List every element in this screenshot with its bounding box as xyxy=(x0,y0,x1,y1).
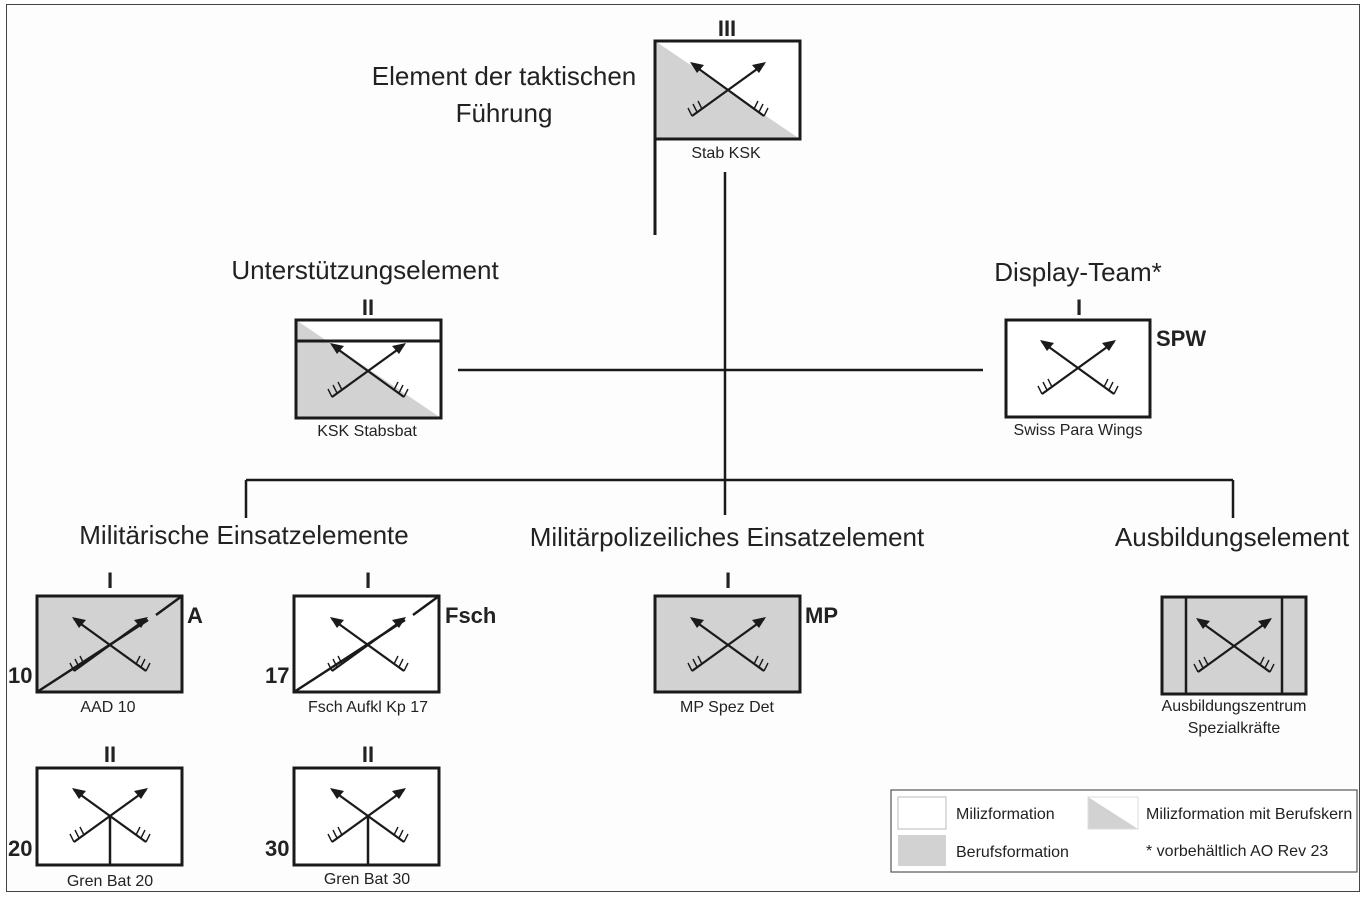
node-stab-ksk: Element der taktischen Führung III Stab … xyxy=(372,16,802,235)
node-aad-10: I A 10 AAD 10 xyxy=(8,568,203,716)
top-title-line2: Führung xyxy=(456,98,553,128)
unit-number: 10 xyxy=(8,663,32,688)
militia-swatch xyxy=(897,796,947,830)
connector-lines xyxy=(244,172,1235,518)
display-title: Display-Team* xyxy=(994,257,1162,287)
legend: Milizformation Milizformation mit Berufs… xyxy=(890,789,1358,873)
legend-box xyxy=(890,789,1358,873)
node-fsch-aufkl-kp-17: I Fsch 17 Fsch Aufkl Kp 17 xyxy=(265,568,496,716)
legend-militia: Milizformation xyxy=(956,806,1055,823)
echelon-mark: I xyxy=(725,568,731,593)
top-title-line1: Element der taktischen xyxy=(372,61,636,91)
unit-label: Gren Bat 20 xyxy=(67,873,153,890)
legend-note: * vorbehältlich AO Rev 23 xyxy=(1146,843,1328,860)
training-title: Ausbildungselement xyxy=(1115,522,1350,552)
echelon-mark: I xyxy=(1076,295,1082,320)
unit-label-line1: Ausbildungszentrum xyxy=(1162,698,1307,715)
professional-swatch xyxy=(898,835,946,866)
militia-core-swatch xyxy=(1088,797,1138,829)
police-title: Militärpolizeiliches Einsatzelement xyxy=(530,522,925,552)
unit-label: Gren Bat 30 xyxy=(324,871,410,888)
node-swiss-para-wings: Display-Team* I SPW Swiss Para Wings xyxy=(994,257,1206,439)
node-gren-bat-20: II 20 Gren Bat 20 xyxy=(8,742,184,890)
unit-number: 20 xyxy=(8,836,32,861)
unit-number: 17 xyxy=(265,663,289,688)
unit-label: KSK Stabsbat xyxy=(317,423,417,440)
diagram-frame xyxy=(6,4,1360,892)
node-ksk-stabsbat: Unterstützungselement II KSK Stabsbat xyxy=(231,255,499,440)
unit-tag: SPW xyxy=(1156,326,1206,351)
node-mp-spez-det: Militärpolizeiliches Einsatzelement I MP… xyxy=(530,522,925,716)
unit-tag: A xyxy=(187,603,203,628)
military-title: Militärische Einsatzelemente xyxy=(79,520,408,550)
unit-label: AAD 10 xyxy=(80,699,135,716)
unit-tag: Fsch xyxy=(445,603,496,628)
support-title: Unterstützungselement xyxy=(231,255,499,285)
unit-number: 30 xyxy=(265,836,289,861)
unit-box xyxy=(294,318,443,420)
node-gren-bat-30: II 30 Gren Bat 30 xyxy=(265,742,441,888)
unit-tag: MP xyxy=(805,603,838,628)
echelon-mark: I xyxy=(365,568,371,593)
echelon-mark: II xyxy=(104,742,116,767)
echelon-mark: II xyxy=(362,742,374,767)
echelon-mark: I xyxy=(107,568,113,593)
echelon-mark: II xyxy=(362,295,374,320)
unit-label: Swiss Para Wings xyxy=(1014,422,1143,439)
legend-militia-core: Milizformation mit Berufskern xyxy=(1146,806,1352,823)
echelon-mark: III xyxy=(718,16,736,41)
unit-label: Fsch Aufkl Kp 17 xyxy=(308,699,428,716)
unit-box xyxy=(653,39,802,141)
legend-professional: Berufsformation xyxy=(956,844,1069,861)
unit-label-line2: Spezialkräfte xyxy=(1188,720,1281,737)
unit-label: MP Spez Det xyxy=(680,699,775,716)
unit-label: Stab KSK xyxy=(691,145,761,162)
node-ausbildungszentrum: Ausbildungselement Ausbildungszentrum Sp… xyxy=(1115,522,1350,737)
